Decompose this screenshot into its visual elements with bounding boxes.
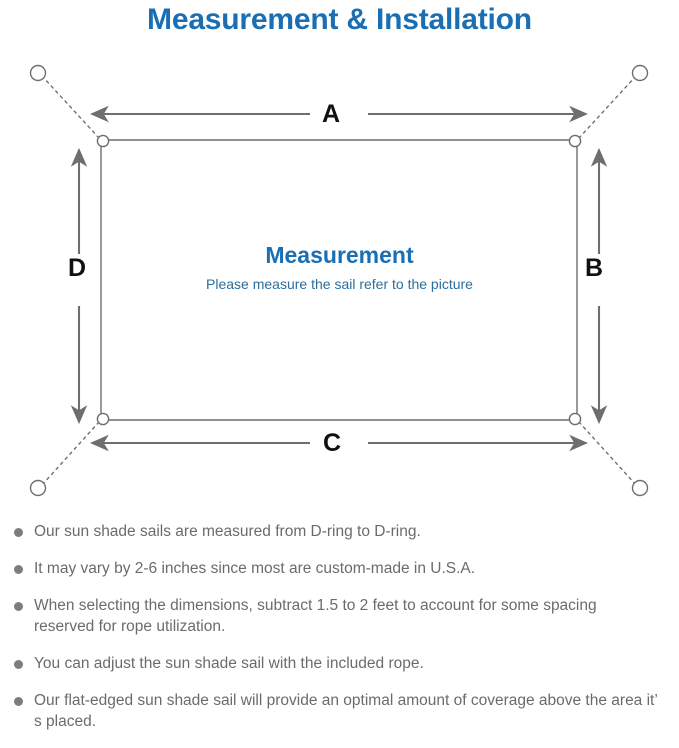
notes-list: Our sun shade sails are measured from D-… <box>0 521 679 748</box>
anchor-point-top-left <box>29 64 47 82</box>
d-ring-top-right <box>568 134 582 148</box>
d-ring-bottom-left <box>96 412 110 426</box>
dimension-label-b: B <box>579 256 610 281</box>
list-item: When selecting the dimensions, subtract … <box>0 595 679 637</box>
note-text: You can adjust the sun shade sail with t… <box>34 655 424 672</box>
note-text: When selecting the dimensions, subtract … <box>34 597 597 635</box>
dimension-arrows <box>70 105 608 452</box>
list-item: It may vary by 2-6 inches since most are… <box>0 558 679 579</box>
bullet-icon <box>14 697 23 706</box>
rope-lines <box>41 75 637 486</box>
d-ring-top-left <box>96 134 110 148</box>
bullet-icon <box>14 528 23 537</box>
sail-panel <box>100 139 578 421</box>
bullet-icon <box>14 602 23 611</box>
dimension-label-a: A <box>316 102 347 127</box>
list-item: Our flat-edged sun shade sail will provi… <box>0 690 679 732</box>
bullet-icon <box>14 660 23 669</box>
note-text: It may vary by 2-6 inches since most are… <box>34 560 476 577</box>
page-title: Measurement & Installation <box>147 3 532 36</box>
anchor-point-top-right <box>631 64 649 82</box>
d-ring-bottom-right <box>568 412 582 426</box>
anchor-point-bottom-right <box>631 479 649 497</box>
note-text: Our flat-edged sun shade sail will provi… <box>34 692 658 730</box>
anchor-points <box>29 64 649 497</box>
bullet-icon <box>14 565 23 574</box>
d-rings <box>96 134 582 426</box>
dimension-label-d: D <box>62 256 93 281</box>
anchor-point-bottom-left <box>29 479 47 497</box>
list-item: You can adjust the sun shade sail with t… <box>0 653 679 674</box>
note-text: Our sun shade sails are measured from D-… <box>34 523 421 540</box>
sail-measurement-diagram: Measurement Please measure the sail refe… <box>0 44 679 514</box>
list-item: Our sun shade sails are measured from D-… <box>0 521 679 542</box>
dimension-label-c: C <box>317 431 348 456</box>
